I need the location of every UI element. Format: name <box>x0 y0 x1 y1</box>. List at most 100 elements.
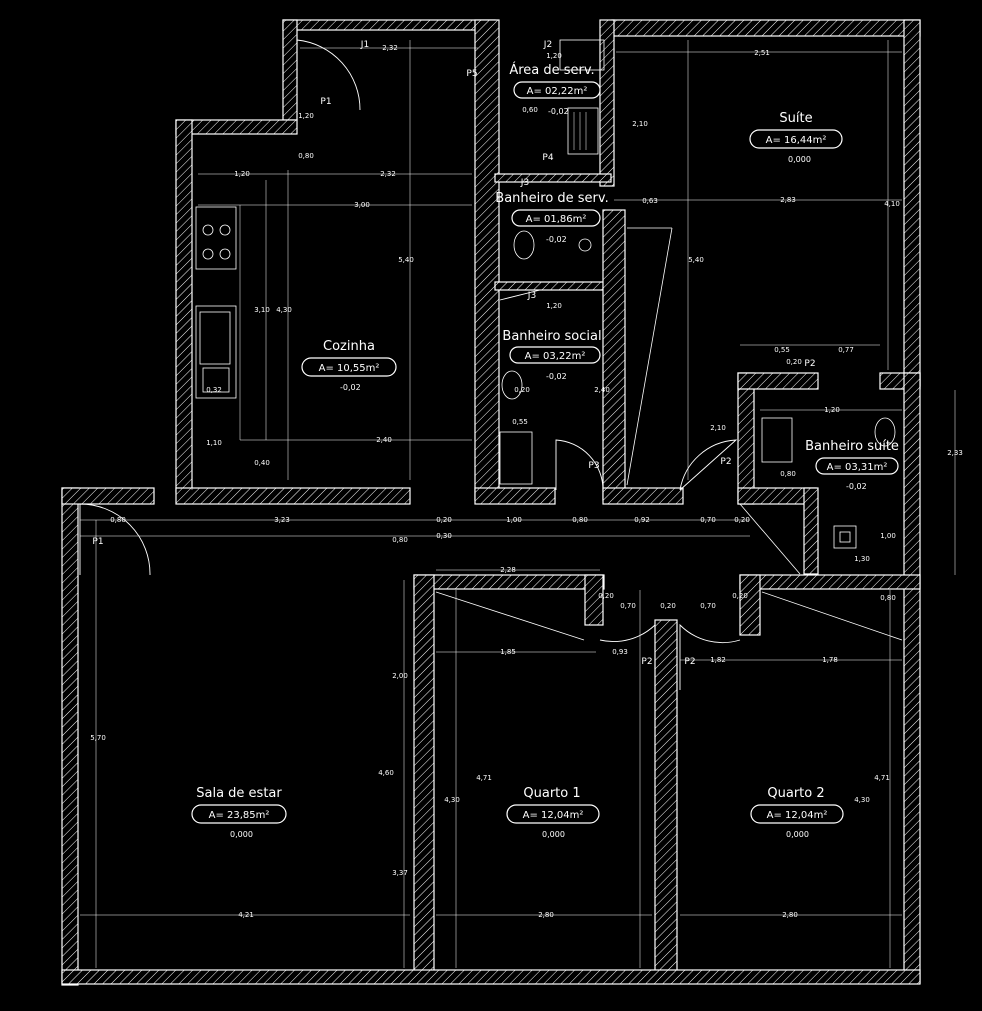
area-badge <box>749 129 843 149</box>
svg-text:1,30: 1,30 <box>854 555 870 563</box>
window-j3-label: J3 <box>527 291 536 301</box>
svg-text:4,60: 4,60 <box>378 769 394 777</box>
door-p2-label: P2 <box>720 457 731 467</box>
svg-text:1,00: 1,00 <box>506 516 522 524</box>
area-badge <box>513 81 601 99</box>
level-marker: -0,02 <box>846 482 867 491</box>
area-badge <box>750 804 844 824</box>
room-name: Quarto 2 <box>767 786 824 801</box>
wall-q2-top-left <box>739 574 761 636</box>
svg-text:0,20: 0,20 <box>786 358 802 366</box>
area-badge <box>506 804 600 824</box>
toilet-icon <box>513 230 535 260</box>
wall-serv-right <box>599 19 615 187</box>
bathroom-sink-icon <box>499 431 533 485</box>
svg-text:4,21: 4,21 <box>238 911 254 919</box>
svg-text:2,80: 2,80 <box>782 911 798 919</box>
svg-text:4,71: 4,71 <box>476 774 492 782</box>
svg-text:0,55: 0,55 <box>774 346 790 354</box>
svg-text:0,70: 0,70 <box>700 602 716 610</box>
area-value: A= 02,22m² <box>527 86 588 97</box>
wall-serv-bottom <box>494 173 612 183</box>
svg-text:2,10: 2,10 <box>710 424 726 432</box>
bathroom-sink-icon <box>761 417 793 463</box>
dimension-texts: 2,32 2,51 2,32 1,20 3,00 2,40 3,10 4,30 … <box>90 44 963 919</box>
area-value: A= 03,22m² <box>525 351 586 362</box>
wall-bottom <box>61 969 921 985</box>
door-p2-quarto2[interactable] <box>679 623 741 690</box>
svg-text:1,20: 1,20 <box>298 112 314 120</box>
stove-icon <box>195 206 237 270</box>
door-p2-quarto1[interactable] <box>599 623 656 690</box>
door-p2-suite[interactable] <box>679 439 738 491</box>
level-marker: -0,02 <box>546 235 567 244</box>
level-marker: 0,000 <box>230 830 253 839</box>
svg-text:0,80: 0,80 <box>298 152 314 160</box>
wall-top-kitchen <box>282 19 496 31</box>
room-banheiro-suite: Banheiro suíte A= 03,31m² -0,02 <box>805 439 899 491</box>
window-j3-label: J3 <box>520 178 529 188</box>
wall-q1-top-right <box>584 574 604 626</box>
svg-text:0,40: 0,40 <box>254 459 270 467</box>
room-area-de-servico: Área de serv. A= 02,22m² -0,02 <box>509 62 601 116</box>
room-name: Banheiro suíte <box>805 439 899 454</box>
svg-text:2,51: 2,51 <box>754 49 770 57</box>
area-value: A= 03,31m² <box>827 462 888 473</box>
svg-text:0,20: 0,20 <box>660 602 676 610</box>
door-p2-label: P2 <box>804 359 815 369</box>
svg-text:2,32: 2,32 <box>380 170 396 178</box>
wall-bath-suite-left <box>737 372 755 505</box>
svg-text:0,30: 0,30 <box>436 532 452 540</box>
svg-text:0,80: 0,80 <box>572 516 588 524</box>
svg-text:3,10: 3,10 <box>254 306 270 314</box>
svg-text:2,80: 2,80 <box>538 911 554 919</box>
svg-text:2,40: 2,40 <box>594 386 610 394</box>
svg-text:0,80: 0,80 <box>880 594 896 602</box>
svg-text:3,23: 3,23 <box>274 516 290 524</box>
toilet-icon <box>874 417 896 447</box>
svg-text:2,83: 2,83 <box>780 196 796 204</box>
door-p4[interactable] <box>499 289 541 301</box>
wall-mid-kitchen <box>175 487 411 505</box>
kitchen-sink-icon <box>195 305 237 399</box>
svg-text:4,71: 4,71 <box>874 774 890 782</box>
svg-text:0,80: 0,80 <box>392 536 408 544</box>
door-p1-living[interactable] <box>79 503 151 576</box>
svg-text:1,20: 1,20 <box>546 302 562 310</box>
svg-text:0,55: 0,55 <box>512 418 528 426</box>
door-p2-label: P2 <box>684 657 695 667</box>
toilet-icon <box>501 370 523 400</box>
door-p1-entry[interactable] <box>296 39 361 111</box>
svg-text:2,32: 2,32 <box>382 44 398 52</box>
svg-text:0,80: 0,80 <box>780 470 796 478</box>
wall-q1-q2 <box>654 619 678 984</box>
wall-left-outer <box>61 487 79 986</box>
svg-text:0,20: 0,20 <box>514 386 530 394</box>
svg-text:1,20: 1,20 <box>824 406 840 414</box>
dimension-lines <box>80 40 956 968</box>
shower-icon <box>578 238 592 252</box>
wall-top-suite <box>611 19 921 37</box>
area-badge <box>509 346 601 364</box>
wall-mid-closet <box>602 487 684 505</box>
svg-text:1,20: 1,20 <box>234 170 250 178</box>
area-value: A= 10,55m² <box>319 363 380 374</box>
walls <box>61 19 921 986</box>
svg-text:0,32: 0,32 <box>206 386 222 394</box>
door-p2-label: P2 <box>641 657 652 667</box>
svg-text:0,20: 0,20 <box>734 516 750 524</box>
door-p5-label: P5 <box>466 69 477 79</box>
wall-bath-social-right <box>602 209 626 501</box>
door-p3[interactable] <box>555 439 604 491</box>
svg-text:1,20: 1,20 <box>546 52 562 60</box>
doors <box>79 39 741 690</box>
room-name: Banheiro social <box>502 329 601 344</box>
level-marker: -0,02 <box>546 372 567 381</box>
wall-bath-serv-bottom <box>494 281 612 291</box>
wall-shaft-left <box>803 487 819 575</box>
room-name: Suíte <box>779 111 812 126</box>
wall-kitchen-top <box>175 119 298 135</box>
svg-text:0,70: 0,70 <box>620 602 636 610</box>
level-marker: -0,02 <box>340 383 361 392</box>
